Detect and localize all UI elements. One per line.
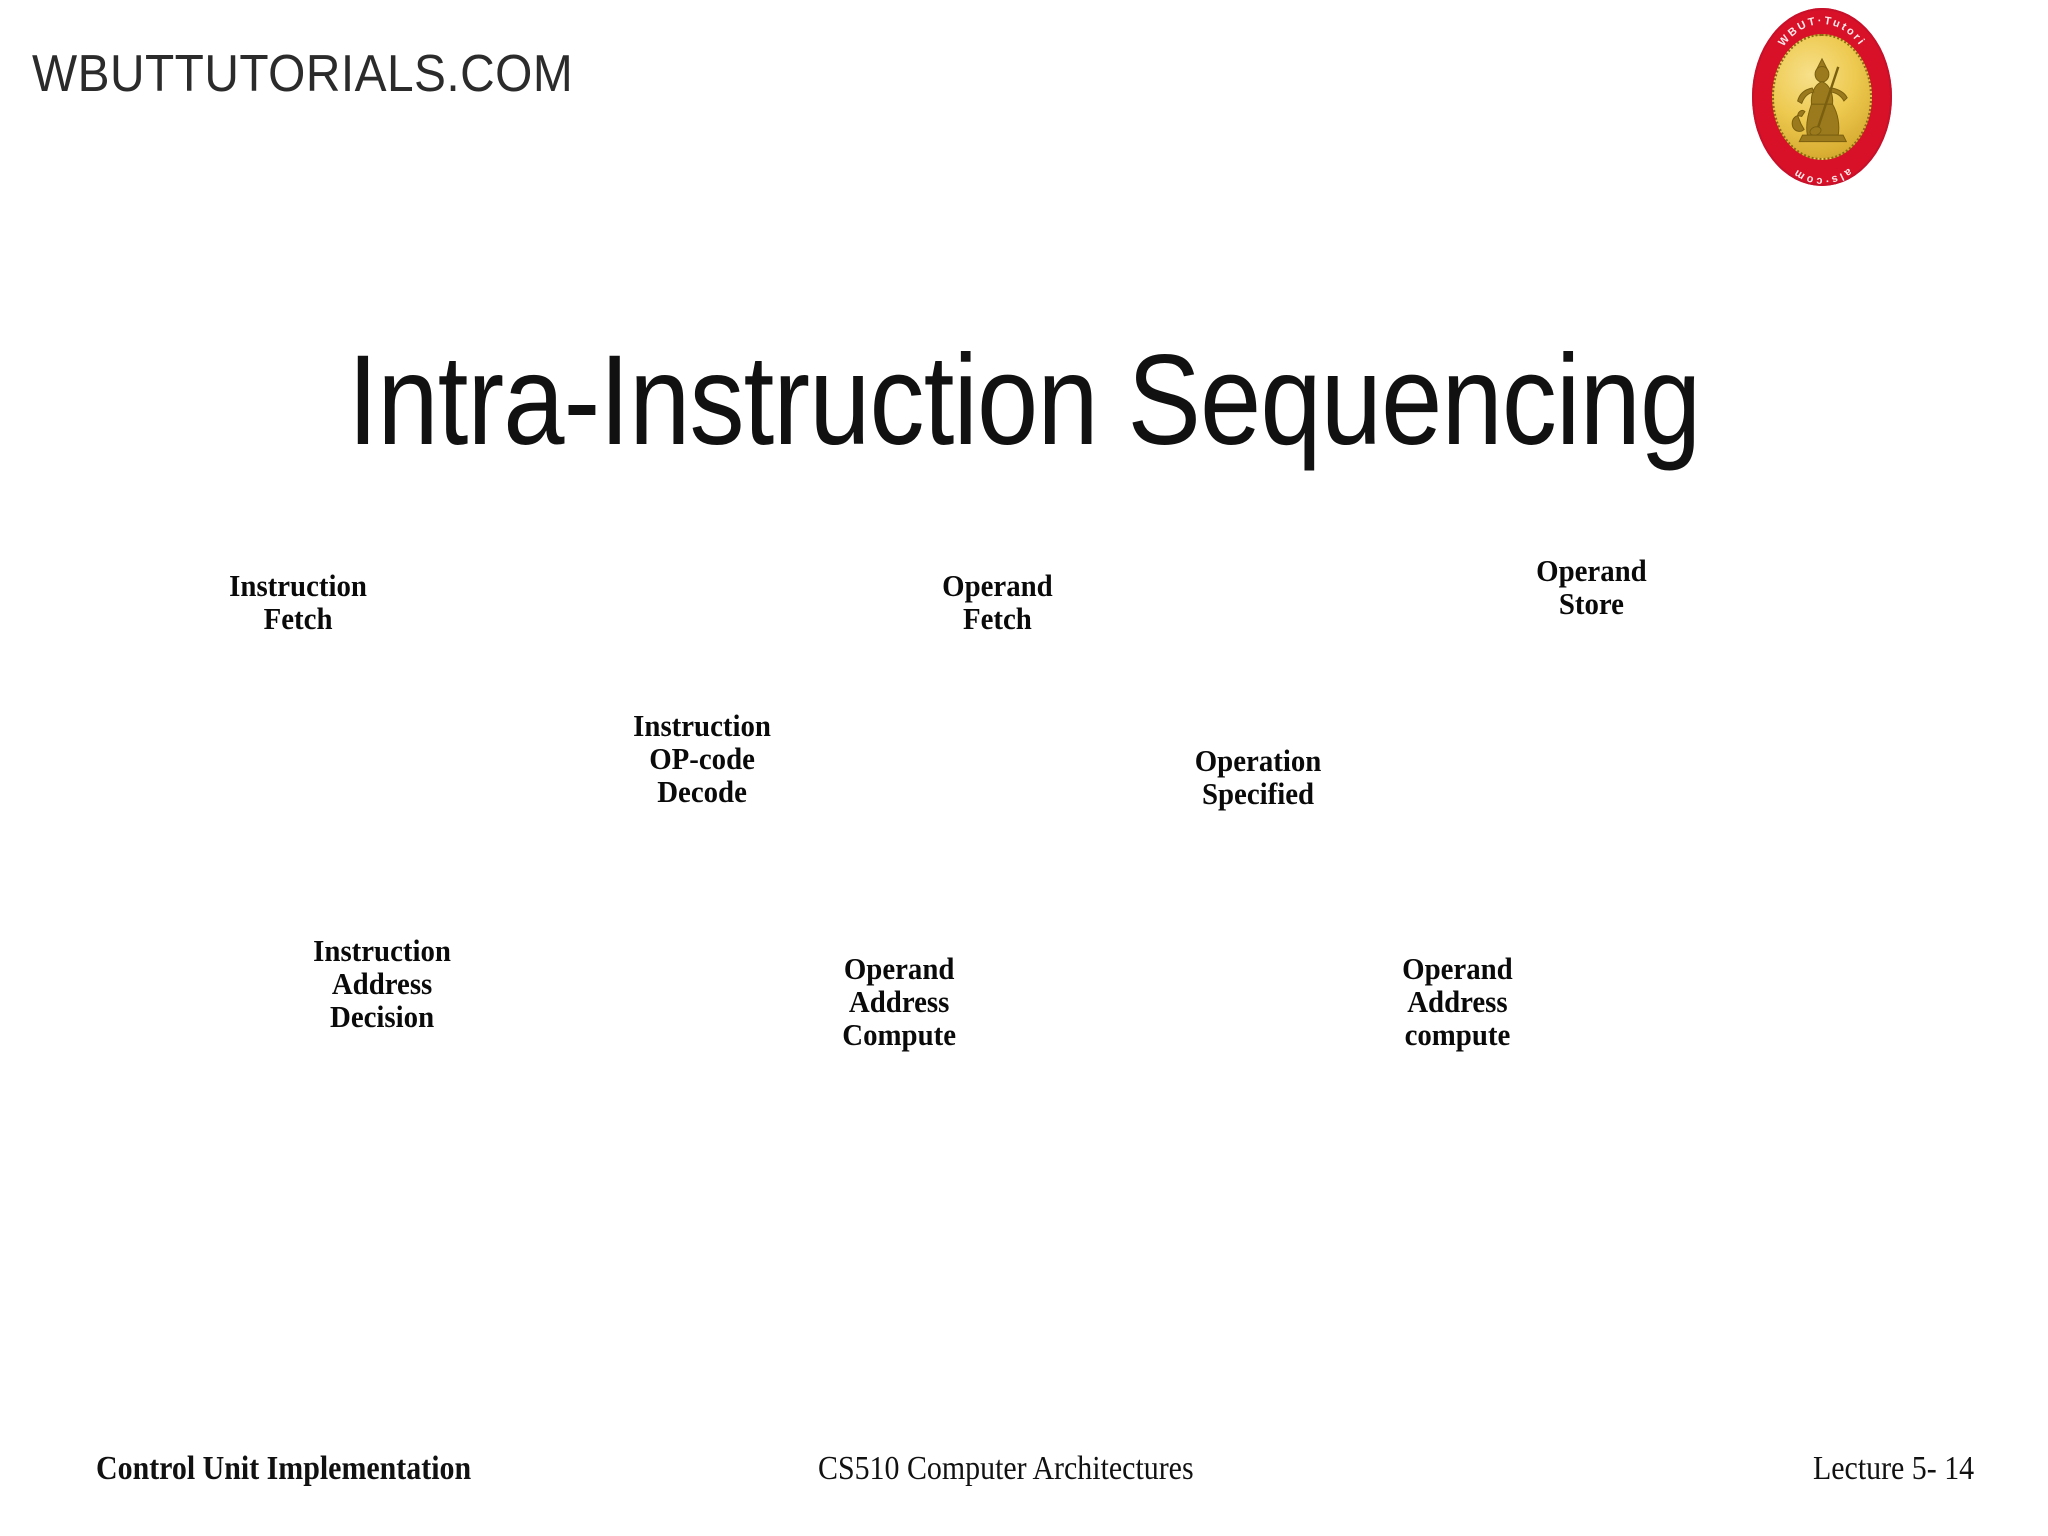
stage-label-operation-specified: Operation Specified: [1194, 743, 1322, 811]
wbut-tutorials-logo: WBUT·Tutori als·com: [1752, 8, 1892, 186]
stage-line: Operand: [942, 568, 1053, 603]
site-wordmark: WBUTTUTORIALS.COM: [32, 45, 574, 103]
stage-line: Instruction: [229, 568, 367, 603]
stage-line: Address: [848, 983, 950, 1019]
stage-line: Specified: [1201, 775, 1315, 811]
stage-line: Address: [331, 965, 433, 1001]
stage-line: Operation: [1194, 743, 1322, 778]
stage-label-operand-fetch: Operand Fetch: [942, 568, 1053, 636]
stage-line: Decode: [657, 773, 747, 809]
stage-label-instruction-address-decision: Instruction Address Decision: [313, 933, 451, 1034]
footer-lecture-number: Lecture 5- 14: [1812, 1450, 1974, 1487]
stage-label-operand-address-compute: Operand Address Compute: [842, 951, 957, 1052]
stage-line: Fetch: [263, 600, 333, 636]
footer-course-title: CS510 Computer Architectures: [818, 1450, 1194, 1487]
stage-label-instruction-opcode-decode: Instruction OP-code Decode: [633, 708, 771, 809]
stage-line: Store: [1558, 585, 1624, 621]
page-title: Intra-Instruction Sequencing: [347, 328, 1702, 472]
stage-line: Operand: [843, 951, 955, 986]
stage-line: Fetch: [962, 600, 1032, 636]
stage-line: compute: [1404, 1016, 1511, 1052]
logo-deity-figure-icon: [1781, 42, 1862, 159]
stage-line: Decision: [330, 998, 435, 1034]
stage-line: Instruction: [633, 708, 771, 743]
stage-line: OP-code: [649, 740, 755, 776]
stage-line: Instruction: [313, 933, 451, 968]
stage-line: Address: [1407, 983, 1508, 1019]
footer-course-section: Control Unit Implementation: [96, 1450, 472, 1487]
slide-footer: Control Unit Implementation CS510 Comput…: [0, 1452, 2048, 1512]
stage-label-operand-store: Operand Store: [1536, 553, 1647, 621]
stage-label-operand-address-compute-2: Operand Address compute: [1402, 951, 1513, 1052]
stage-line: Operand: [1402, 951, 1513, 986]
stage-label-instruction-fetch: Instruction Fetch: [229, 568, 367, 636]
stage-line: Compute: [842, 1016, 957, 1052]
stage-line: Operand: [1536, 553, 1647, 588]
